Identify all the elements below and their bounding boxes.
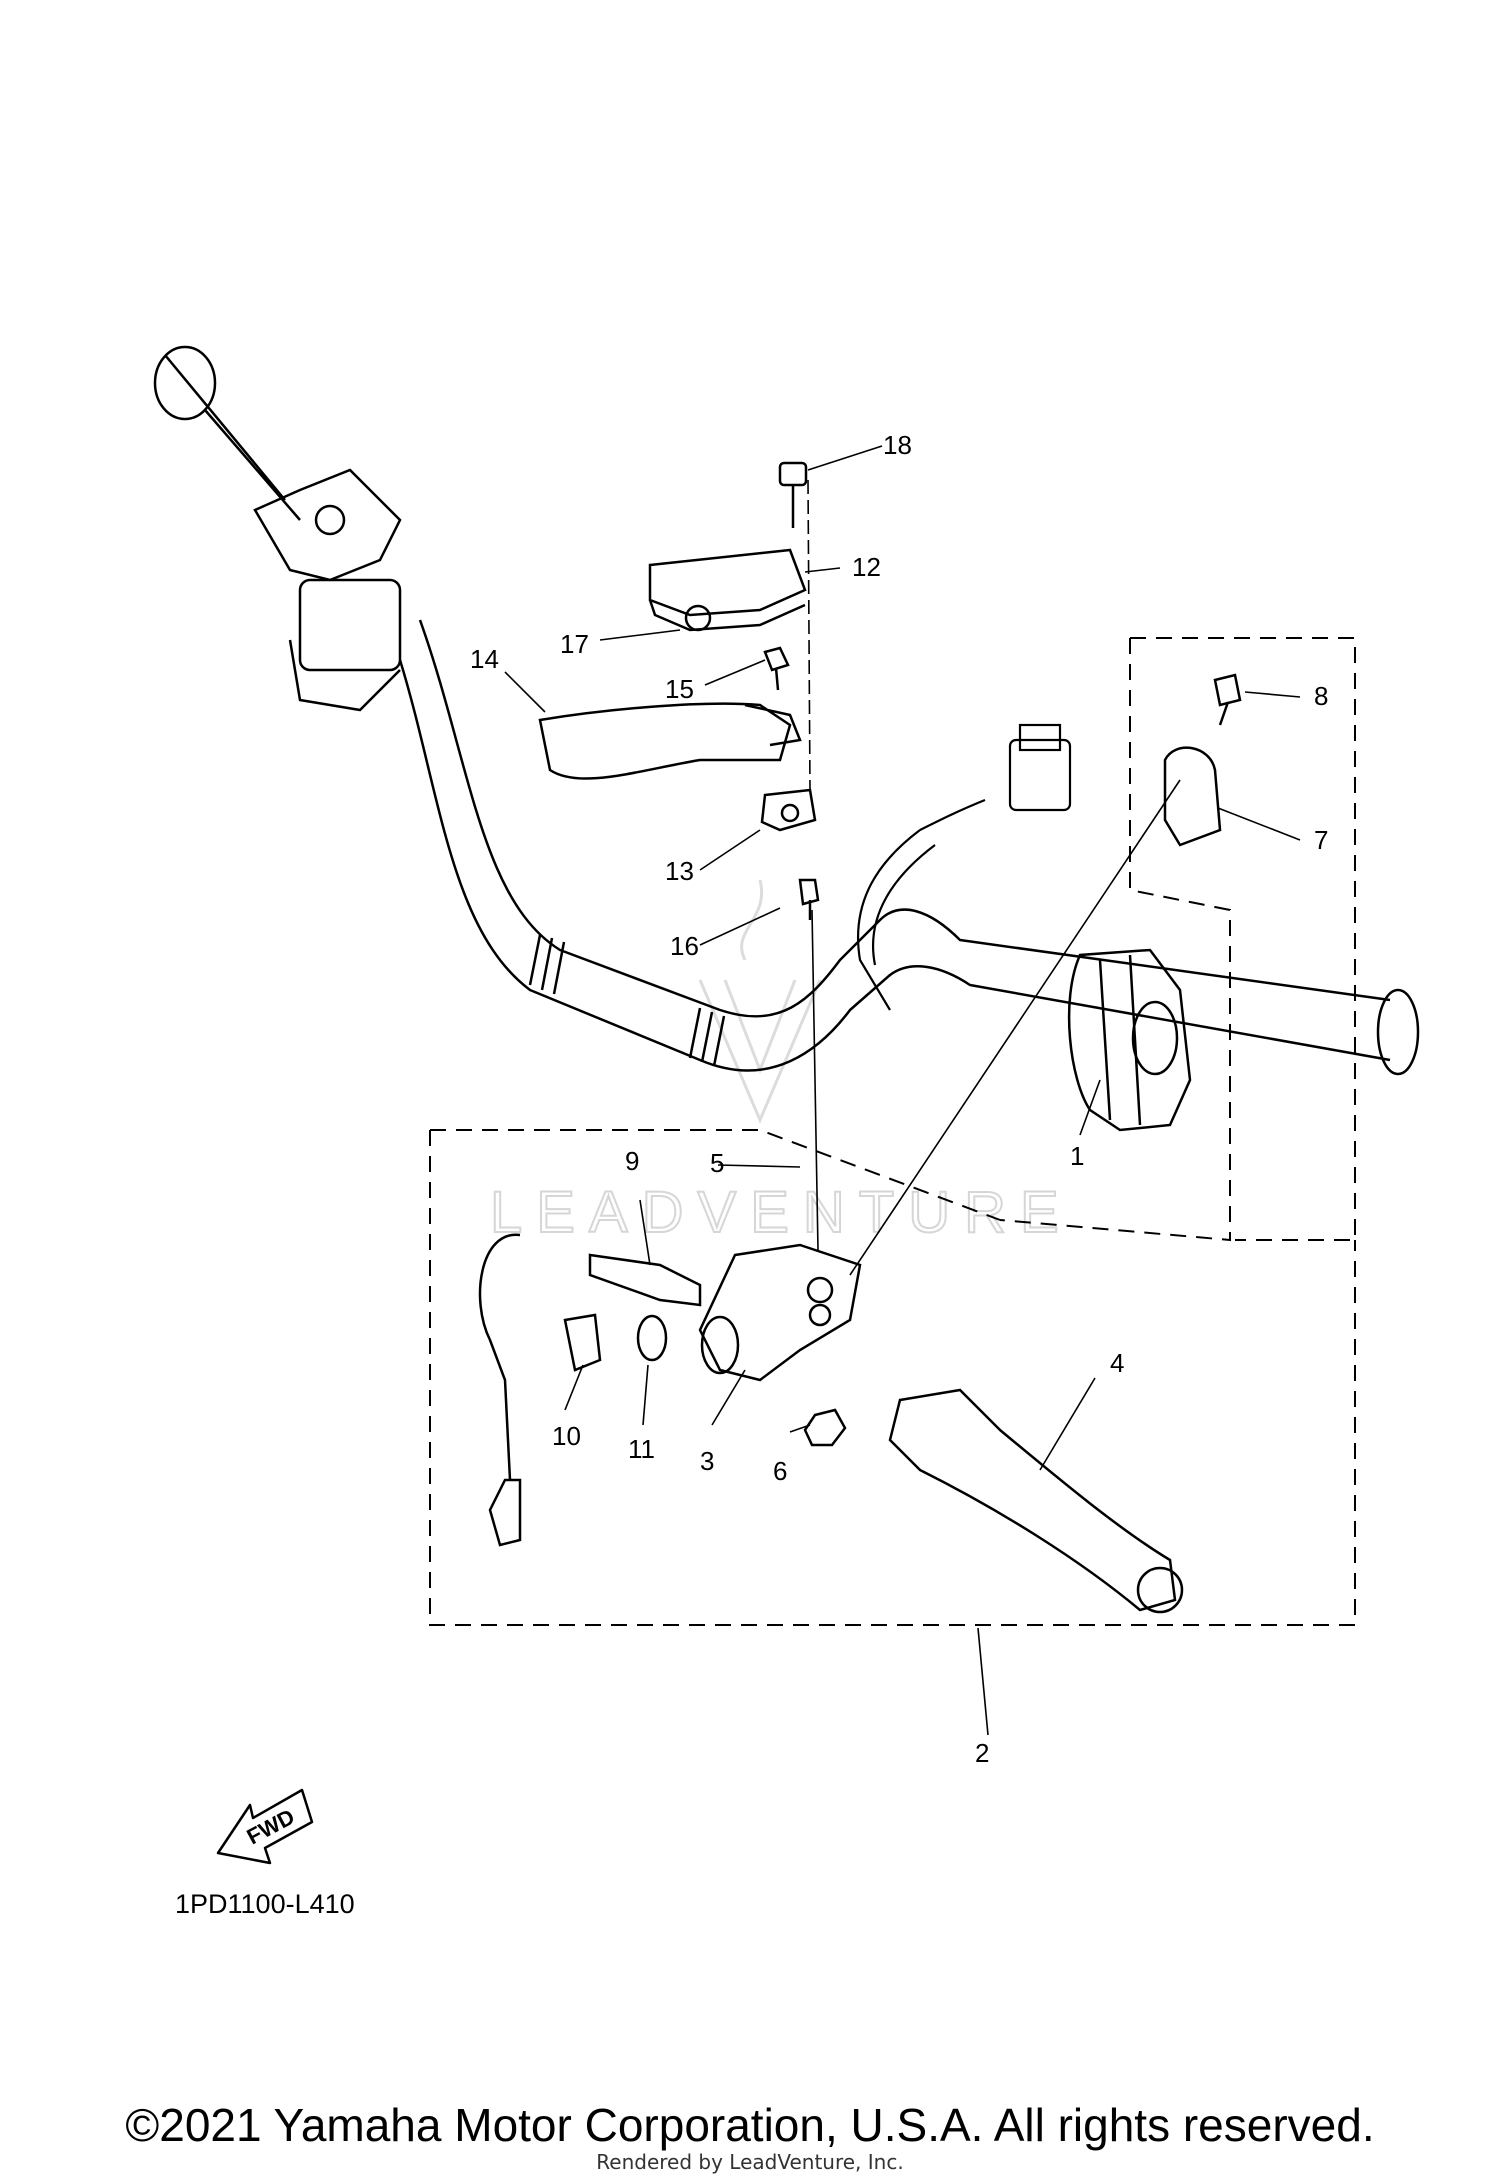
handlebar <box>398 619 1420 1076</box>
clamp-and-screw <box>849 673 1242 1276</box>
callout-3: 3 <box>700 1446 714 1476</box>
left-grip-master-cylinder <box>153 345 402 712</box>
callout-16: 16 <box>670 931 699 961</box>
callout-5: 5 <box>710 1148 724 1178</box>
callout-1: 1 <box>1070 1141 1084 1171</box>
lever-holder-and-lever <box>478 1233 1184 1614</box>
callout-2: 2 <box>975 1738 989 1768</box>
callout-9: 9 <box>625 1146 639 1176</box>
callout-8: 8 <box>1314 681 1328 711</box>
callout-13: 13 <box>665 856 694 886</box>
callout-18: 18 <box>883 430 912 460</box>
watermark-text: LEADVENTURE <box>490 1180 1073 1245</box>
wire-harness <box>857 723 1072 1011</box>
switch-clamp-group-outline <box>999 637 1356 1242</box>
callout-14: 14 <box>470 644 499 674</box>
hot-start-lever-assembly <box>538 461 820 1251</box>
switch-housing <box>1067 948 1192 1132</box>
diagram-code: 1PD1100-L410 <box>175 1889 355 1919</box>
callout-10: 10 <box>552 1421 581 1451</box>
rendered-by-notice: Rendered by LeadVenture, Inc. <box>596 2150 904 2174</box>
callout-4: 4 <box>1110 1348 1124 1378</box>
copyright-notice: ©2021 Yamaha Motor Corporation, U.S.A. A… <box>125 2099 1375 2151</box>
lever-assembly-group-outline <box>429 1129 1356 1626</box>
callout-12: 12 <box>852 552 881 582</box>
callout-6: 6 <box>773 1456 787 1486</box>
callout-17: 17 <box>560 629 589 659</box>
callout-11: 11 <box>628 1434 655 1464</box>
callout-7: 7 <box>1314 825 1328 855</box>
fwd-arrow-icon: FWD <box>216 1788 314 1865</box>
leader-lines <box>504 445 1301 1736</box>
callout-15: 15 <box>665 674 694 704</box>
